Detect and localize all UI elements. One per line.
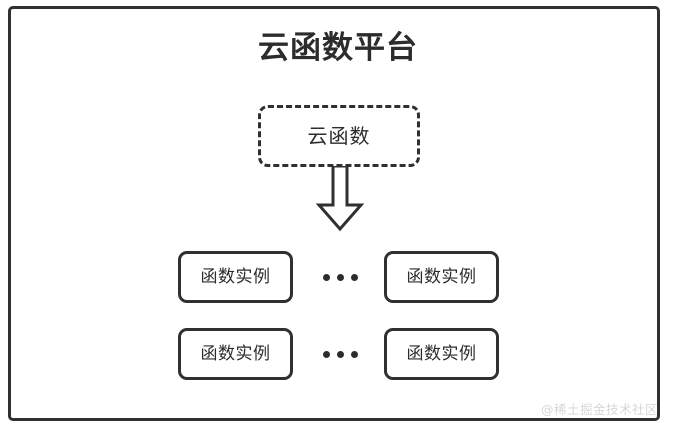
page-title: 云函数平台 [258,30,418,66]
cloud-function-label: 云函数 [307,124,371,148]
cloud-function-node: 云函数 [258,105,420,167]
function-instance-node: 函数实例 [384,328,499,380]
instance-row: 函数实例 函数实例 [0,251,676,303]
function-instance-label: 函数实例 [406,266,477,287]
instance-row: 函数实例 函数实例 [0,328,676,380]
function-instance-node: 函数实例 [178,251,293,303]
down-block-arrow-icon [315,164,365,232]
watermark: @稀土掘金技术社区 [540,402,658,417]
ellipsis-dot [350,273,358,281]
ellipsis-icon [312,328,368,380]
down-arrow-icon [312,164,368,232]
function-instance-node: 函数实例 [178,328,293,380]
ellipsis-dot [350,350,358,358]
ellipsis-dot [336,350,344,358]
ellipsis-dot [322,273,330,281]
function-instance-node: 函数实例 [384,251,499,303]
function-instance-label: 函数实例 [200,266,271,287]
function-instance-label: 函数实例 [200,343,271,364]
ellipsis-icon [312,251,368,303]
ellipsis-dot [336,273,344,281]
ellipsis-dot [322,350,330,358]
function-instance-label: 函数实例 [406,343,477,364]
